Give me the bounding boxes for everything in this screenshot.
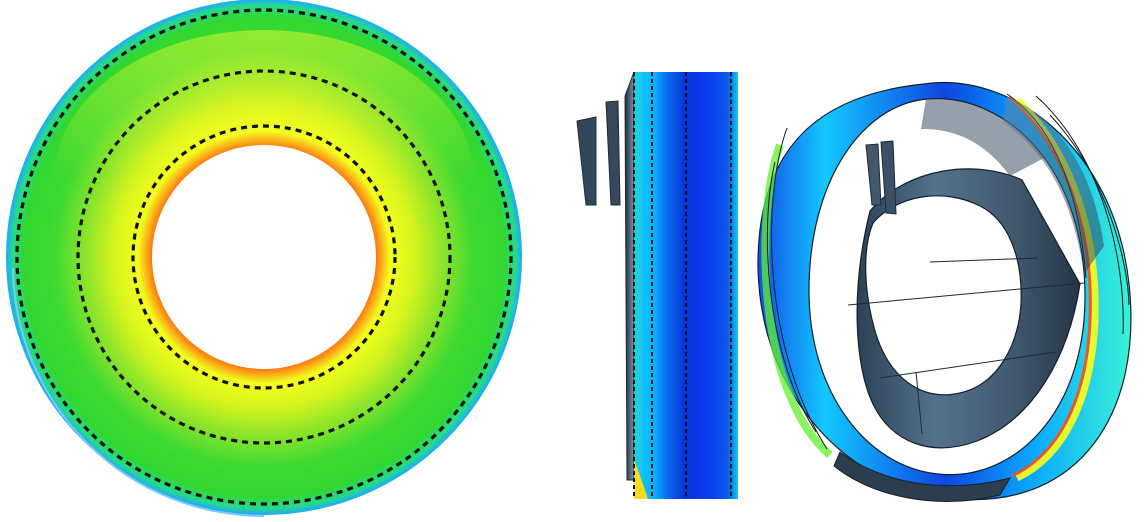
bracket-web	[624, 71, 635, 481]
cone-upper-fin-2	[880, 140, 897, 215]
cone-seam-1	[847, 282, 1085, 306]
ring-outer-contour-2	[771, 127, 828, 450]
ring-left-green-band	[761, 143, 833, 459]
ring-front-wall	[1003, 96, 1104, 274]
cone-seam-4	[929, 257, 1039, 263]
cone-seam-2	[879, 351, 1057, 379]
side-strip-lower-accent	[634, 460, 648, 499]
ring-bottom-lip	[833, 451, 1012, 502]
front-view-panel	[6, 0, 522, 517]
iso-view-panel	[757, 82, 1132, 502]
bracket-right-fin	[605, 100, 621, 206]
side-strip-left-band	[634, 72, 642, 499]
disk-rim-highlight	[12, 267, 265, 517]
side-view-panel	[576, 71, 738, 499]
dashed-circle-outer	[15, 8, 513, 506]
cone-upper-fin-1	[865, 143, 882, 206]
ring-outer-contour-1	[766, 161, 817, 433]
dashed-circle-inner	[131, 124, 397, 390]
cone-seam-3	[915, 371, 923, 435]
ring-back-wall	[921, 98, 1044, 176]
dashed-circle-middle	[76, 69, 452, 445]
disk-inner-hole	[152, 145, 376, 369]
bracket-left-fin	[576, 116, 597, 206]
inner-cone-opening	[865, 195, 1022, 396]
ring-outer-contour-3	[1035, 95, 1124, 335]
ring-outer-contour-4	[1049, 114, 1130, 306]
